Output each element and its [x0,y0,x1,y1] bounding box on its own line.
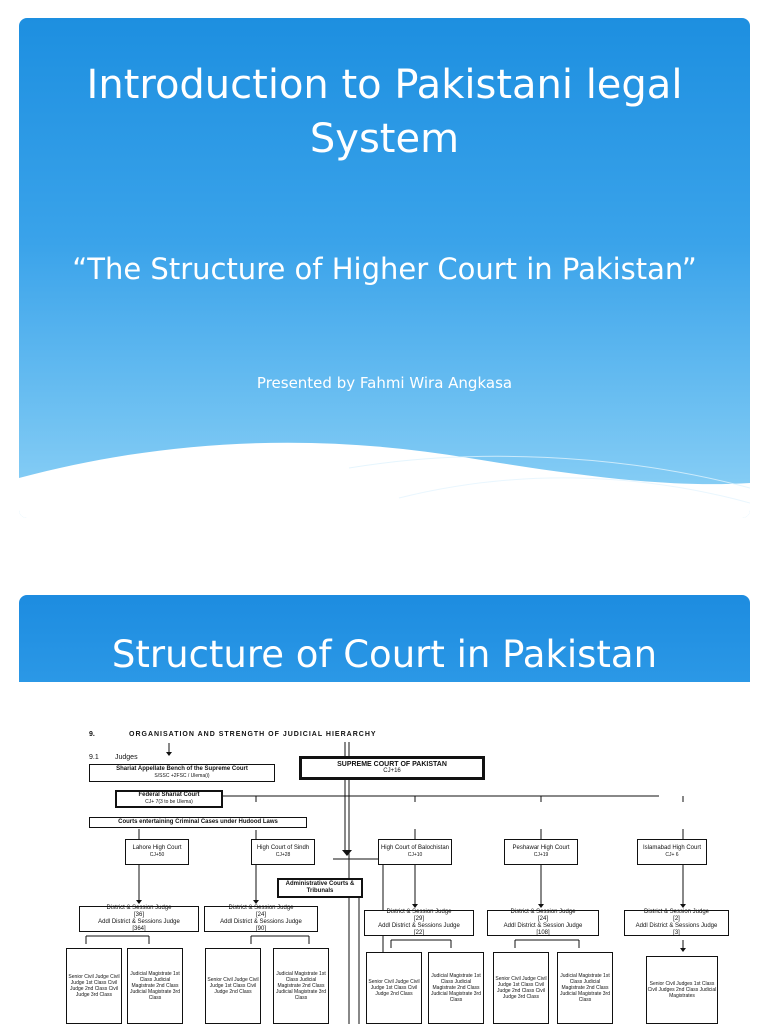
lower-court-box: Senior Civil Judge Civil Judge 1st Class… [66,948,122,1024]
supreme-court: SUPREME COURT OF PAKISTAN CJ+16 [299,756,485,780]
lower-court-box: Judicial Magistrate 1st Class Judicial M… [273,948,329,1024]
district-judges-sindh: District & Session Judge [24] Addl Distr… [204,905,318,932]
hudood-courts: Courts entertaining Criminal Cases under… [89,817,307,828]
district-judges-islamabad: District & Session Judge [2] Addl Distri… [624,909,729,936]
district-judges-punjab: District & Session Judge [36] Addl Distr… [79,905,199,932]
lower-court-box: Senior Civil Judge Civil Judge 1st Class… [366,952,422,1024]
slide2-title: Structure of Court in Pakistan [111,633,658,676]
lahore-high-court: Lahore High Court CJ+50 [125,839,189,865]
sindh-high-court: High Court of Sindh CJ+28 [251,839,315,865]
subheading-number: 9.1 [89,754,99,761]
district-judges-kpk: District & Session Judge [24] Addl Distr… [487,909,599,936]
administrative-courts-tribunals: Administrative Courts & Tribunals [277,878,363,898]
balochistan-high-court: High Court of Balochistan CJ+10 [378,839,452,865]
title-band [19,595,750,682]
district-judges-balochistan: District & Session Judge [29] Addl Distr… [364,909,474,936]
subheading: Judges [115,754,138,761]
lower-court-box: Judicial Magistrate 1st Class Judicial M… [557,952,613,1024]
slide-subtitle: “The Structure of Higher Court in Pakist… [72,252,697,286]
presenter-line: Presented by Fahmi Wira Angkasa [256,374,513,392]
wave-decoration [19,442,750,518]
islamabad-high-court: Islamabad High Court CJ+ 6 [637,839,707,865]
shariat-appellate-bench: Shariat Appellate Bench of the Supreme C… [89,764,275,782]
chart-heading: ORGANISATION AND STRENGTH OF JUDICIAL HI… [129,731,377,738]
lower-court-box: Judicial Magistrate 1st Class Judicial M… [428,952,484,1024]
lower-court-box: Senior Civil Judge Civil Judge 1st Class… [205,948,261,1024]
judicial-hierarchy-chart: 9. ORGANISATION AND STRENGTH OF JUDICIAL… [19,682,750,1024]
lower-court-box: Senior Civil Judge Civil Judge 1st Class… [493,952,549,1024]
slide-title: Introduction to Pakistani legal System [86,62,683,162]
title-slide: Introduction to Pakistani legal System “… [19,18,750,518]
peshawar-high-court: Peshawar High Court CJ+19 [504,839,578,865]
federal-shariat-court: Federal Shariat Court CJ+ 7(3 to be Ulem… [115,790,223,808]
structure-slide: Structure of Court in Pakistan [19,595,750,1024]
heading-number: 9. [89,731,95,738]
lower-court-box: Senior Civil Judges 1st Class Civil Judg… [646,956,718,1024]
lower-court-box: Judicial Magistrate 1st Class Judicial M… [127,948,183,1024]
